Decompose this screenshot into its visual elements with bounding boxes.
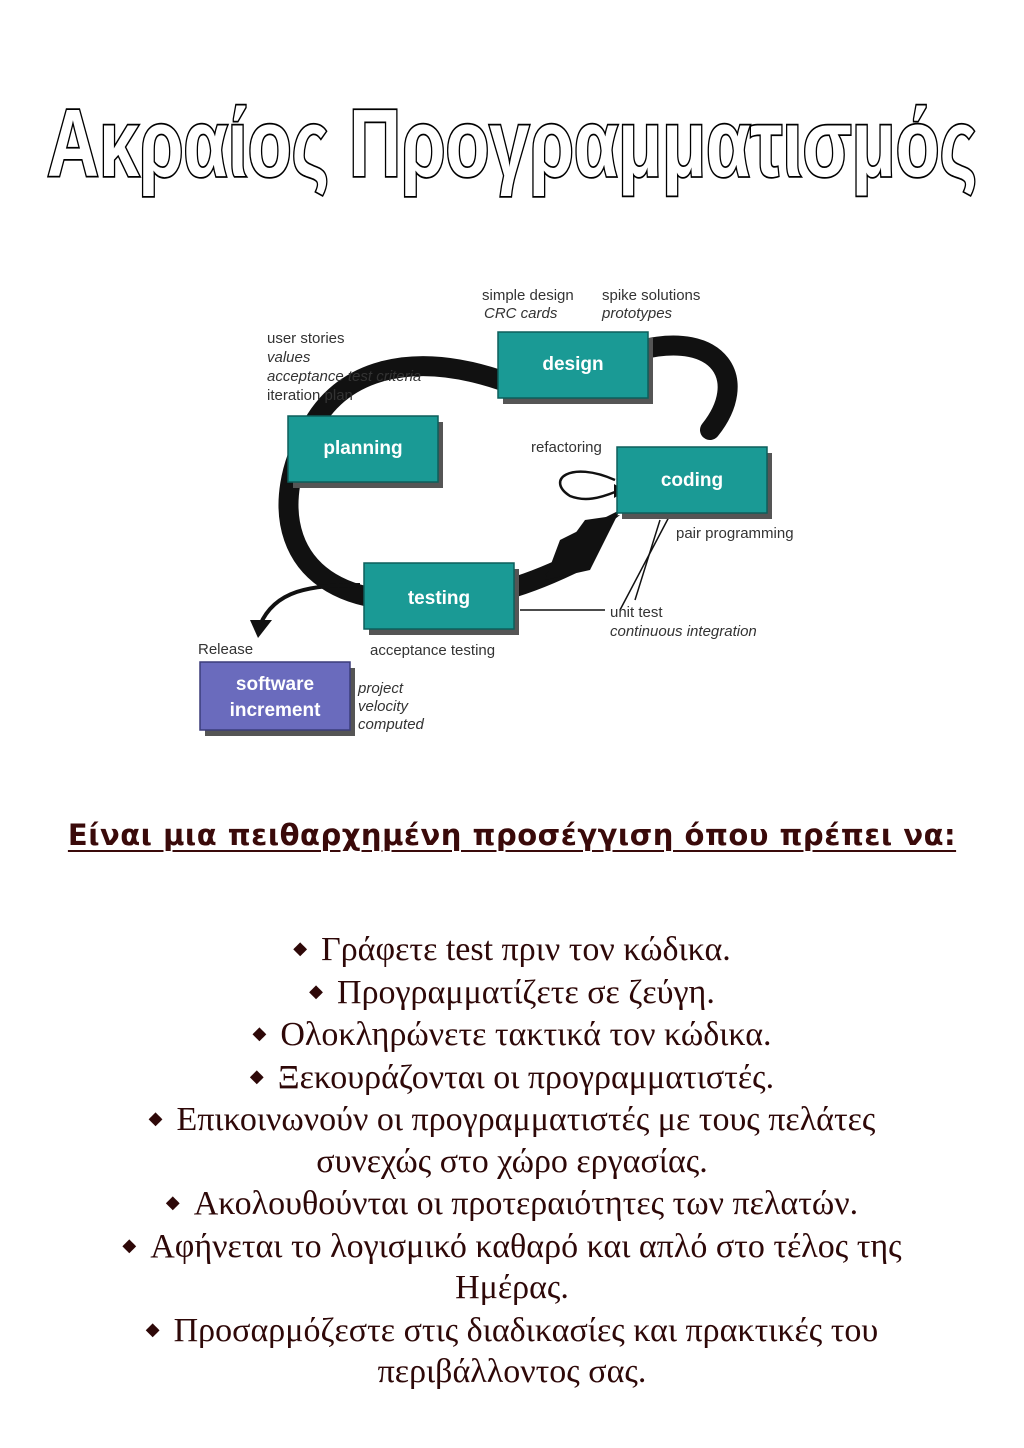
practice-item: ◆ Επικοινωνούν οι προγραμματιστές με τους… [40,1098,984,1182]
coding-label: coding [661,470,723,491]
intro-heading-text: Είναι μια πειθαρχημένη προσέγγιση όπου π… [67,818,957,852]
page-title-text: Ακραίος Προγραμματισμός [47,90,977,197]
bullet-icon: ◆ [249,1065,264,1086]
bullet-icon: ◆ [145,1318,160,1339]
note-values: values [267,349,311,366]
practice-item: ◆ Προσαρμόζεστε στις διαδικασίες και πρακ… [40,1309,984,1393]
practice-item-text: Ξεκουράζονται οι προγραμματιστές. [277,1058,775,1096]
practice-item-text-continued: συνεχώς στο χώρο εργασίας. [316,1142,708,1180]
planning-label: planning [323,438,402,459]
practice-item-text: Ολοκληρώνετε τακτικά τον κώδικα. [280,1016,772,1053]
practice-item-text-continued: περιβάλλοντος σας. [377,1353,647,1390]
intro-heading: Είναι μια πειθαρχημένη προσέγγιση όπου π… [0,818,1024,852]
practice-list: ◆ Γράφετε test πριν τον κώδικα. ◆ Προγραμμα… [40,928,984,1393]
cycle-arrow-top [630,335,738,440]
testing-box [363,562,515,630]
practice-item-text: Αφήνεται το λογισμικό καθαρό και απλό στ… [150,1227,902,1265]
note-pair-programming: pair programming [676,525,794,542]
release-arrow [258,583,361,626]
bullet-icon: ◆ [252,1023,267,1043]
practice-item: ◆ Ακολουθούνται οι προτεραιότητες των πελ… [40,1182,984,1225]
bullet-icon: ◆ [148,1108,163,1128]
note-refactoring: refactoring [531,439,602,456]
increment-label-line2: increment [230,700,321,721]
testing-label: testing [408,588,470,609]
note-prototypes: prototypes [601,305,673,322]
practice-item: ◆ Προγραμματίζετε σε ζεύγη. [40,971,984,1014]
pair-programming-leader [619,514,671,611]
cycle-arrowhead-body [545,510,620,580]
design-label: design [542,354,603,375]
practice-item: ◆ Γράφετε test πριν τον κώδικα. [40,928,984,971]
increment-label-line1: software [236,674,314,695]
practice-item: ◆ Αφήνεται το λογισμικό καθαρό και απλό σ… [40,1225,984,1309]
note-spike-solutions: spike solutions [602,287,700,304]
practice-item-text: Επικοινωνούν οι προγραμματιστές με τους … [176,1101,876,1138]
note-simple-design: simple design [482,287,574,304]
bullet-icon: ◆ [309,980,324,1001]
practice-item-text: Προγραμματίζετε σε ζεύγη. [337,973,715,1011]
note-project: project [357,680,404,697]
note-iteration-plan: iteration plan [267,387,353,404]
note-acceptance-testing: acceptance testing [370,642,495,659]
note-unit-test: unit test [610,604,663,621]
coding-box [616,446,768,514]
practice-item-text-continued: Ημέρας. [455,1269,569,1306]
page-title: Ακραίος Προγραμματισμός [45,88,979,198]
note-release: Release [198,641,253,658]
note-computed: computed [358,716,425,733]
design-box [497,331,649,399]
note-continuous-integration: continuous integration [610,623,757,640]
note-crc-cards: CRC cards [484,305,558,322]
bullet-icon: ◆ [293,938,308,958]
xp-cycle-diagram: design planning coding testing software … [198,287,794,736]
release-arrowhead [250,620,272,638]
note-velocity: velocity [358,698,410,715]
bullet-icon: ◆ [122,1234,137,1255]
planning-box [287,415,439,483]
practice-item: ◆ Ολοκληρώνετε τακτικά τον κώδικα. [40,1013,984,1056]
software-increment-box [199,661,351,731]
coding-leader [634,519,661,601]
refactoring-loop [558,470,616,501]
note-acceptance-test-criteria: acceptance test criteria [267,368,421,385]
practice-item-text: Προσαρμόζεστε στις διαδικασίες και πρακτ… [173,1311,879,1349]
practice-item-text: Γράφετε test πριν τον κώδικα. [321,931,731,968]
practice-item-text: Ακολουθούνται οι προτεραιότητες των πελα… [193,1185,859,1222]
bullet-icon: ◆ [165,1192,180,1212]
note-user-stories: user stories [267,330,345,347]
practice-item: ◆ Ξεκουράζονται οι προγραμματιστές. [40,1056,984,1099]
